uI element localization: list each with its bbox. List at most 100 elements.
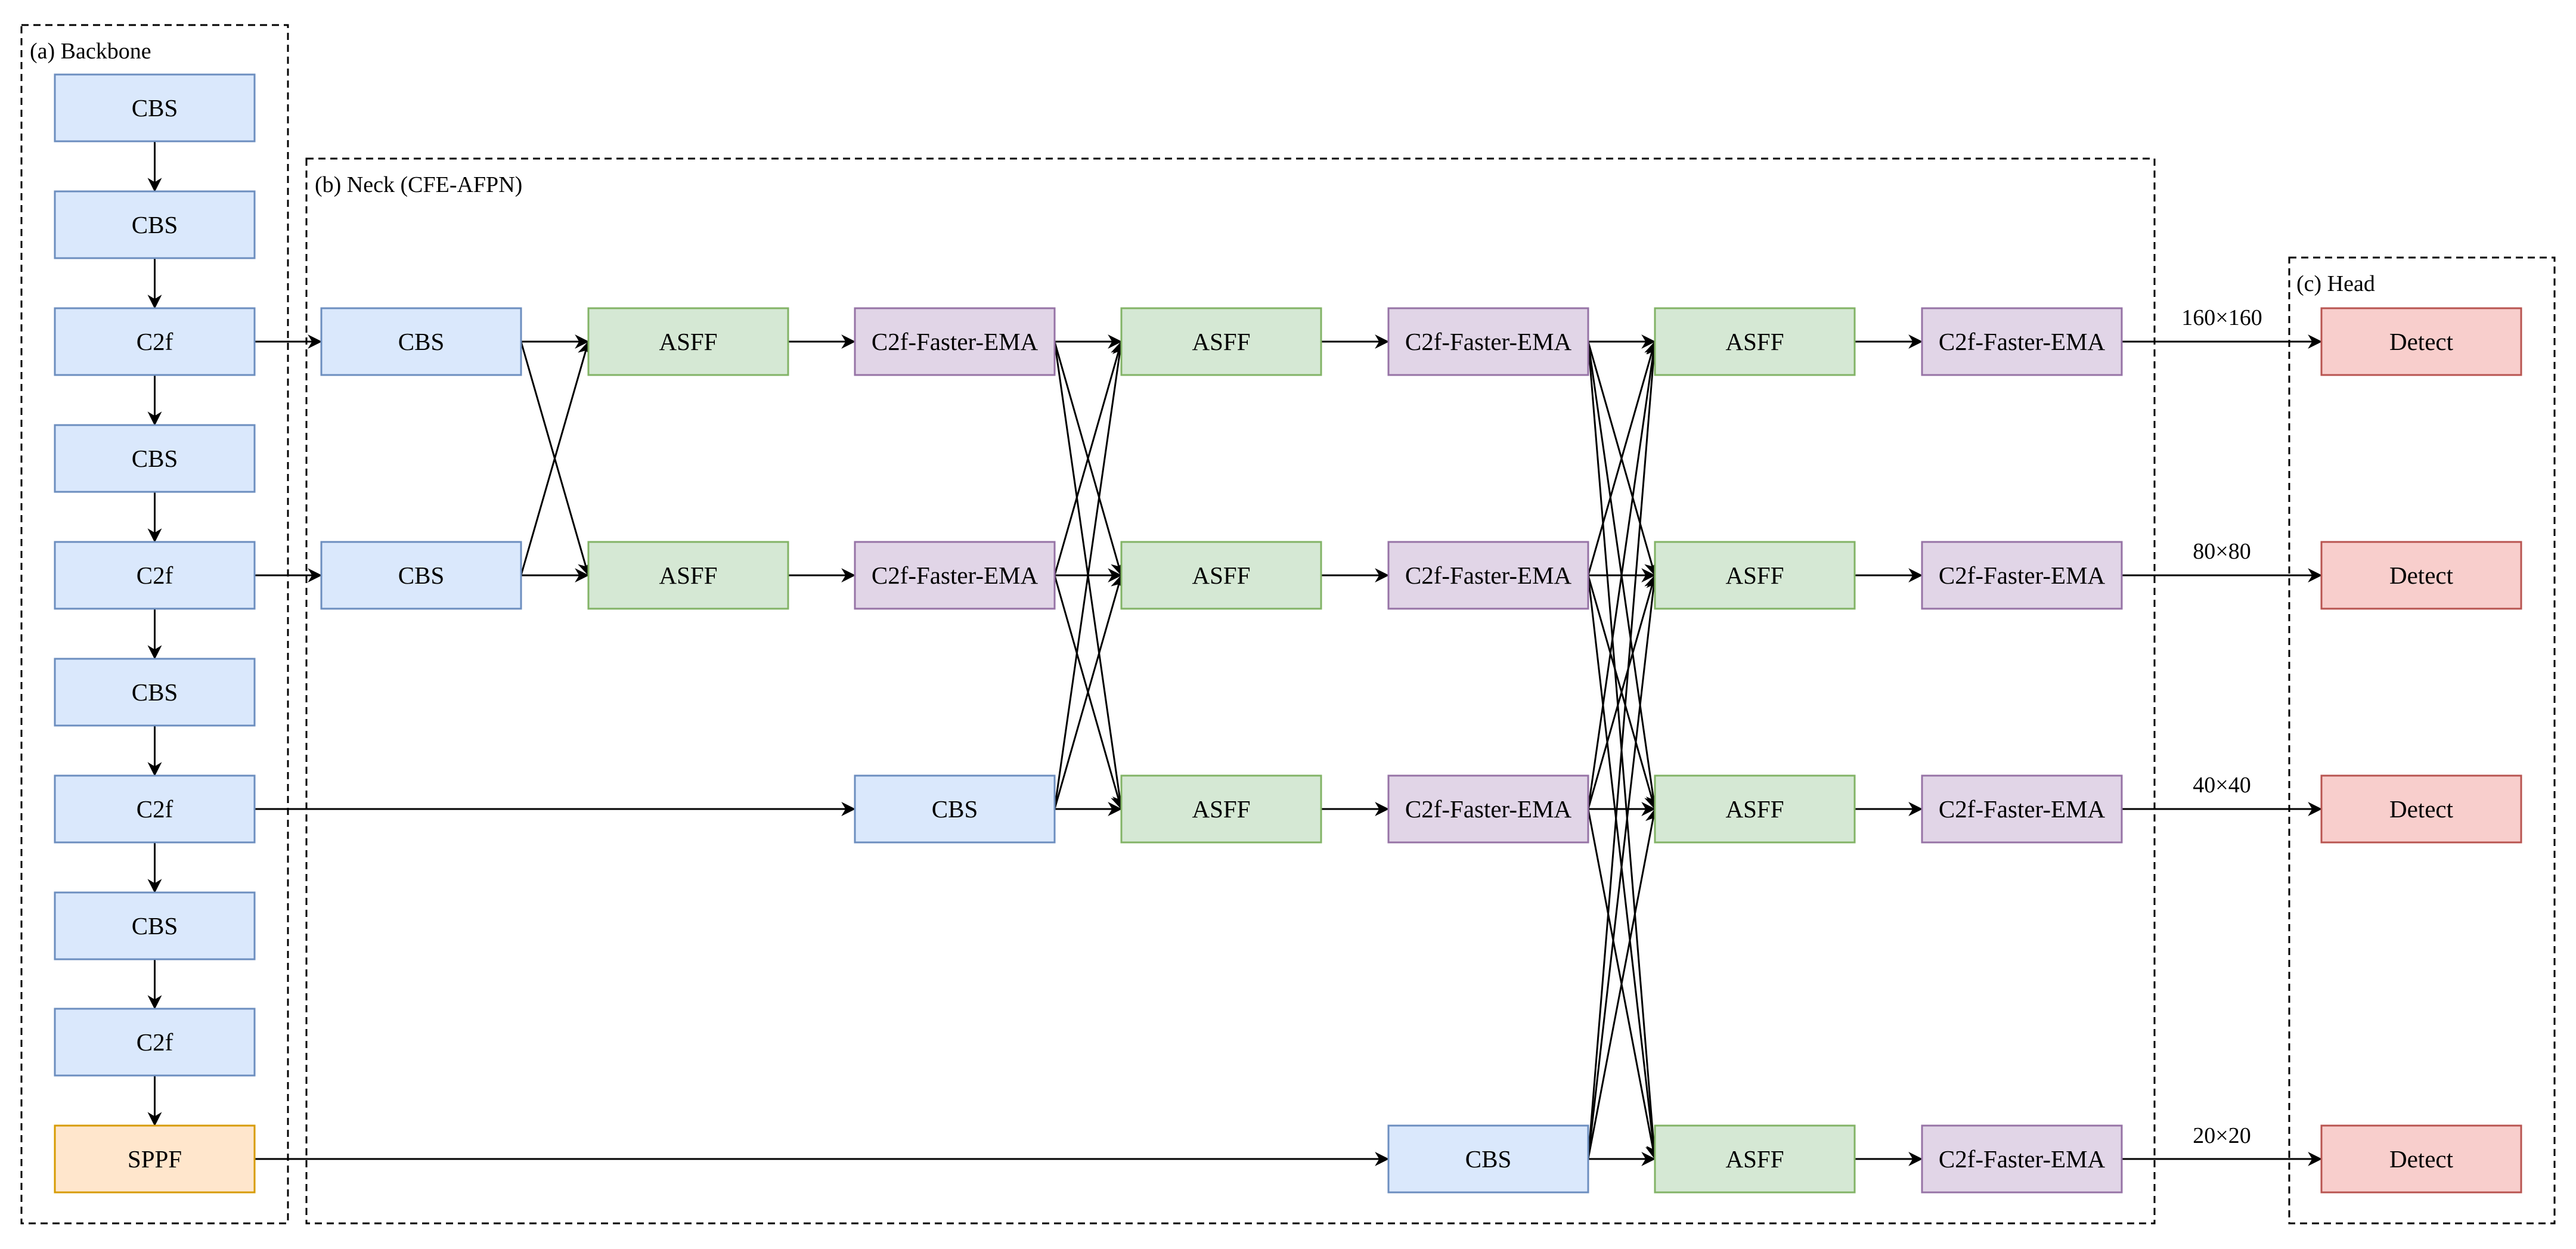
backbone-node-9 [54, 1008, 256, 1077]
neck-c3-node-1 [854, 307, 1056, 376]
backbone-node-2-label: CBS [132, 211, 178, 238]
neck-c3-node-3 [854, 774, 1056, 844]
neck-c5-node-4 [1387, 1124, 1589, 1194]
backbone-node-2 [54, 190, 256, 259]
edge-c3-1-c4-0 [1053, 340, 1125, 576]
neck-c4-node-1 [1120, 307, 1322, 376]
backbone-node-1-label: CBS [132, 94, 178, 122]
neck-c1-node-1-label: CBS [398, 328, 445, 355]
edge-c3-2-c4-0 [1053, 340, 1127, 810]
detect-node-1-label: Detect [2389, 328, 2454, 355]
neck-column-2: ASFF ASFF [587, 307, 789, 610]
neck-c5-node-1-label: C2f-Faster-EMA [1405, 328, 1572, 355]
neck-c5-node-1 [1387, 307, 1589, 376]
edge-c5-3-c6-2 [1587, 808, 1660, 1160]
detect-node-3 [2320, 774, 2522, 844]
neck-c5-node-3 [1387, 774, 1589, 844]
backbone-title: (a) Backbone [30, 39, 151, 64]
neck-column-5: C2f-Faster-EMA C2f-Faster-EMA C2f-Faster… [1387, 307, 1589, 1194]
neck-c1-node-2-label: CBS [398, 562, 445, 589]
scale-label-40: 40×40 [2193, 773, 2250, 798]
neck-column-1: CBS CBS [320, 307, 522, 610]
head-region [2288, 256, 2556, 1225]
neck-c3-node-3-label: CBS [932, 795, 978, 823]
edge-c5-3-c6-1 [1587, 574, 1661, 1160]
neck-column-4: ASFF ASFF ASFF [1120, 307, 1322, 844]
neck-c5-node-2-label: C2f-Faster-EMA [1405, 562, 1572, 589]
neck-c6-node-1-label: ASFF [1725, 328, 1784, 355]
neck-c2-node-1 [587, 307, 789, 376]
detect-node-2-label: Detect [2389, 562, 2454, 589]
backbone-node-1 [54, 73, 256, 142]
neck-c3-node-1-label: C2f-Faster-EMA [872, 328, 1039, 355]
backbone-node-6 [54, 658, 256, 727]
edge-c1-1-c2-0 [520, 340, 592, 576]
neck-c4-node-2 [1120, 541, 1322, 610]
head-title: (c) Head [2296, 271, 2375, 296]
backbone-node-9-label: C2f [137, 1028, 173, 1056]
neck-c6-node-3-label: ASFF [1725, 795, 1784, 823]
backbone-node-4-label: CBS [132, 445, 178, 472]
backbone-node-8-label: CBS [132, 912, 178, 940]
scale-label-20: 20×20 [2193, 1123, 2250, 1148]
neck-c4-node-2-label: ASFF [1192, 562, 1250, 589]
scale-label-80: 80×80 [2193, 539, 2250, 564]
neck-c7-node-2 [1921, 541, 2123, 610]
backbone-node-8 [54, 891, 256, 960]
neck-c7-node-4 [1921, 1124, 2123, 1194]
connection-edges [147, 141, 2323, 1166]
detect-node-4-label: Detect [2389, 1145, 2454, 1173]
head-stack: Detect Detect Detect Detect [2320, 307, 2522, 1194]
backbone-node-10-label: SPPF [128, 1145, 182, 1173]
backbone-node-10-sppf [54, 1124, 256, 1194]
neck-c7-node-1 [1921, 307, 2123, 376]
neck-c2-node-2 [587, 541, 789, 610]
edge-c5-3-c6-0 [1587, 340, 1661, 1160]
neck-c6-node-4 [1654, 1124, 1856, 1194]
backbone-node-5 [54, 541, 256, 610]
neck-c7-node-3 [1921, 774, 2123, 844]
neck-c7-node-4-label: C2f-Faster-EMA [1939, 1145, 2106, 1173]
neck-c3-node-2-label: C2f-Faster-EMA [872, 562, 1039, 589]
neck-c6-node-2-label: ASFF [1725, 562, 1784, 589]
neck-c7-node-3-label: C2f-Faster-EMA [1939, 795, 2106, 823]
neck-c4-node-3 [1120, 774, 1322, 844]
backbone-node-7 [54, 774, 256, 844]
neck-column-6: ASFF ASFF ASFF ASFF [1654, 307, 1856, 1194]
edge-c5-2-c6-0 [1587, 340, 1660, 810]
neck-c6-node-3 [1654, 774, 1856, 844]
neck-c5-node-4-label: CBS [1465, 1145, 1512, 1173]
neck-c6-node-1 [1654, 307, 1856, 376]
neck-c5-node-2 [1387, 541, 1589, 610]
neck-c5-node-3-label: C2f-Faster-EMA [1405, 795, 1572, 823]
neck-c7-node-2-label: C2f-Faster-EMA [1939, 562, 2106, 589]
backbone-node-4 [54, 424, 256, 493]
detect-node-4 [2320, 1124, 2522, 1194]
backbone-node-3 [54, 307, 256, 376]
edge-c3-2-c4-1 [1053, 574, 1125, 810]
neck-c2-node-2-label: ASFF [659, 562, 717, 589]
edge-c5-2-c6-1 [1587, 574, 1659, 810]
scale-label-160: 160×160 [2181, 305, 2262, 330]
neck-title: (b) Neck (CFE-AFPN) [315, 172, 522, 197]
neck-c7-node-1-label: C2f-Faster-EMA [1939, 328, 2106, 355]
neck-c1-node-2 [320, 541, 522, 610]
neck-c1-node-1 [320, 307, 522, 376]
detect-node-3-label: Detect [2389, 795, 2454, 823]
neck-c4-node-3-label: ASFF [1192, 795, 1250, 823]
neck-c6-node-2 [1654, 541, 1856, 610]
backbone-node-6-label: CBS [132, 678, 178, 706]
backbone-node-7-label: C2f [137, 795, 173, 823]
detect-node-2 [2320, 541, 2522, 610]
neck-c4-node-1-label: ASFF [1192, 328, 1250, 355]
backbone-node-5-label: C2f [137, 562, 173, 589]
backbone-stack: CBS CBS C2f CBS C2f CBS C2f CBS C2f SPPF [54, 73, 256, 1194]
detect-node-1 [2320, 307, 2522, 376]
neck-c2-node-1-label: ASFF [659, 328, 717, 355]
neck-c6-node-4-label: ASFF [1725, 1145, 1784, 1173]
neck-c3-node-2 [854, 541, 1056, 610]
neck-column-3: C2f-Faster-EMA C2f-Faster-EMA CBS [854, 307, 1056, 844]
backbone-region [20, 24, 289, 1225]
edge-c5-1-c6-0 [1587, 340, 1659, 576]
